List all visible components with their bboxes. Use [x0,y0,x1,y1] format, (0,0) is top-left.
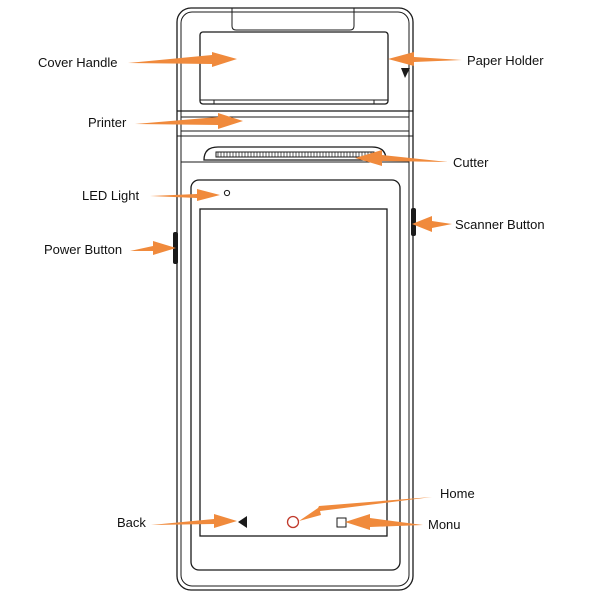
arrow-led-light [150,189,220,201]
cutter-teeth [217,152,372,157]
label-paper-holder: Paper Holder [467,53,544,68]
label-menu: Monu [428,517,461,532]
arrow-cover-handle [128,52,237,67]
display-area [199,208,388,537]
device-outer-shell [176,7,414,591]
arrow-paper-holder [388,52,462,66]
label-cutter: Cutter [453,155,489,170]
arrow-home [299,497,432,521]
back-triangle-icon[interactable] [238,516,247,528]
scanner-button-body [411,208,416,236]
paper-cover [199,31,389,105]
arrow-power-button [130,241,176,255]
menu-square-icon[interactable] [336,517,347,528]
label-back: Back [117,515,146,530]
paper-holder-latch [401,68,410,78]
device-inner-shell [180,11,410,587]
cutter-housing [203,146,387,161]
arrow-printer [135,113,243,129]
callout-labels: Cover Handle Paper Holder Printer Cutter… [38,53,545,532]
arrow-scanner-button [412,216,452,232]
label-led-light: LED Light [82,188,139,203]
cover-handle-slot [231,8,355,31]
screen-bezel [190,179,401,571]
label-printer: Printer [88,115,127,130]
label-scanner-button: Scanner Button [455,217,545,232]
callout-arrows [128,52,462,530]
label-cover-handle: Cover Handle [38,55,118,70]
arrow-cutter [355,150,448,166]
label-home: Home [440,486,475,501]
home-circle-icon[interactable] [286,515,300,529]
arrow-back [151,514,237,528]
label-power-button: Power Button [44,242,122,257]
arrow-menu [345,514,423,530]
led-light-dot [223,189,231,197]
